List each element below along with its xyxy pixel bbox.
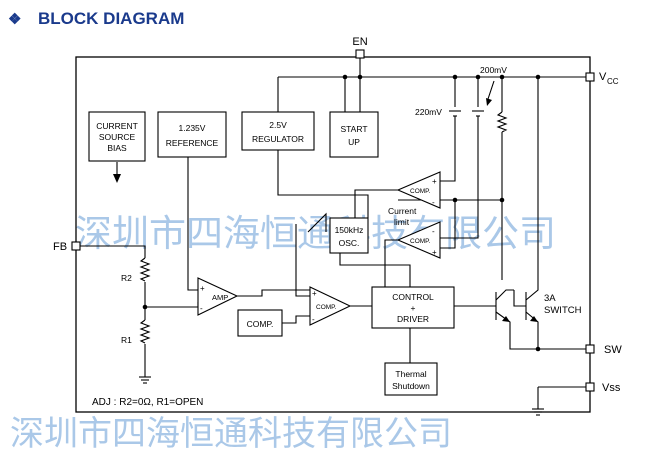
svg-text:UP: UP <box>348 137 360 147</box>
amp-triangle: AMP + - <box>197 277 239 316</box>
current-source-bias-block: CURRENT SOURCE BIAS <box>88 111 146 162</box>
svg-text:CC: CC <box>607 77 619 86</box>
bias-arrow-icon <box>113 174 121 183</box>
svg-text:COMP.: COMP. <box>247 319 274 329</box>
svg-text:Shutdown: Shutdown <box>392 381 430 391</box>
svg-text:FB: FB <box>53 241 67 253</box>
svg-text:SOURCE: SOURCE <box>99 132 136 142</box>
svg-text:V: V <box>599 71 607 83</box>
svg-text:1.235V: 1.235V <box>179 123 206 133</box>
label-r2: R2 <box>121 273 132 283</box>
chip-outline <box>75 56 591 413</box>
title-bullet-icon: ❖ <box>8 11 21 28</box>
comp-block: COMP. <box>237 309 283 337</box>
svg-text:CONTROL: CONTROL <box>392 292 434 302</box>
junction-dots <box>142 74 541 352</box>
sawtooth-icon <box>307 212 327 233</box>
diagram-title: BLOCK DIAGRAM <box>38 9 184 28</box>
label-current-limit-1: Current <box>388 206 417 216</box>
thermal-shutdown-block: Thermal Shutdown <box>384 362 438 396</box>
pin-fb: FB <box>53 241 81 253</box>
svg-text:OSC.: OSC. <box>339 238 360 248</box>
pin-vcc: V CC <box>585 71 619 86</box>
oscillator-block: 150kHz OSC. <box>307 212 369 254</box>
svg-text:+: + <box>312 289 317 298</box>
svg-text:BIAS: BIAS <box>107 143 127 153</box>
svg-text:+: + <box>411 303 416 313</box>
label-switch: SWITCH <box>544 305 582 316</box>
svg-text:Vss: Vss <box>602 382 621 394</box>
svg-text:AMP: AMP <box>212 293 228 302</box>
svg-text:+: + <box>200 284 205 293</box>
pin-en: EN <box>352 36 368 59</box>
svg-text:CURRENT: CURRENT <box>96 121 138 131</box>
reference-block: 1.235V REFERENCE <box>157 111 227 158</box>
svg-text:-: - <box>312 315 315 324</box>
top-comparator-triangle: COMP. + - <box>396 171 441 209</box>
svg-text:+: + <box>432 177 437 186</box>
svg-text:2.5V: 2.5V <box>269 120 287 130</box>
svg-text:150kHz: 150kHz <box>335 225 364 235</box>
svg-text:DRIVER: DRIVER <box>397 314 429 324</box>
adj-note: ADJ : R2=0Ω, R1=OPEN <box>92 397 203 408</box>
svg-text:EN: EN <box>352 36 367 48</box>
wiring <box>76 56 590 416</box>
svg-text:COMP.: COMP. <box>410 188 431 195</box>
pin-vss: Vss <box>585 382 621 394</box>
svg-text:+: + <box>432 248 437 257</box>
svg-text:-: - <box>432 198 435 207</box>
svg-text:-: - <box>200 304 203 313</box>
svg-text:COMP.: COMP. <box>316 304 337 311</box>
start-up-block: START UP <box>329 111 379 158</box>
svg-text:COMP.: COMP. <box>410 238 431 245</box>
svg-text:SW: SW <box>604 344 622 356</box>
label-200mv: 200mV <box>480 65 507 75</box>
watermark-bottom: 深圳市四海恒通科技有限公司 <box>10 414 452 454</box>
control-driver-block: CONTROL + DRIVER <box>371 286 455 329</box>
label-r1: R1 <box>121 335 132 345</box>
watermark-middle: 深圳市四海恒通科技有限公司 <box>75 212 556 255</box>
svg-text:-: - <box>432 227 435 236</box>
label-3a: 3A <box>544 293 556 304</box>
regulator-block: 2.5V REGULATOR <box>241 111 315 151</box>
label-220mv: 220mV <box>415 107 442 117</box>
main-comparator-triangle: COMP. + - <box>309 286 352 326</box>
svg-text:REFERENCE: REFERENCE <box>166 138 219 148</box>
svg-text:Thermal: Thermal <box>395 369 426 379</box>
current-limit-comparator-triangle: COMP. - + <box>396 221 441 259</box>
pin-sw: SW <box>585 344 622 356</box>
svg-text:START: START <box>340 124 367 134</box>
label-current-limit-2: limit <box>394 217 410 227</box>
svg-text:REGULATOR: REGULATOR <box>252 134 304 144</box>
